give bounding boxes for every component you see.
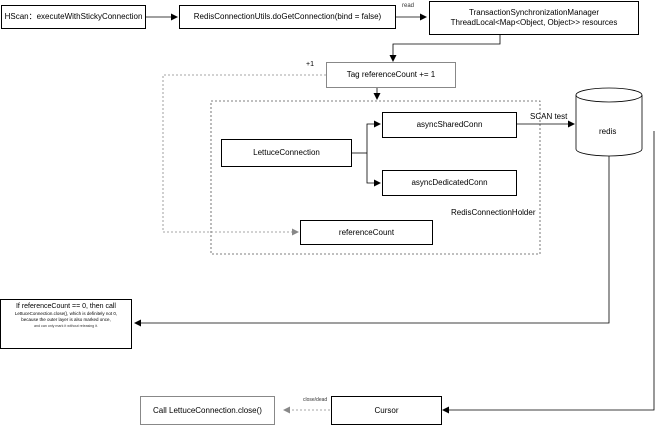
tag-reference-count-label: Tag referenceCount += 1 <box>346 70 436 80</box>
tsm-node: TransactionSynchronizationManager Thread… <box>429 1 639 35</box>
edge-redis-to-note <box>134 155 610 327</box>
cursor-label: Cursor <box>374 405 399 415</box>
hscan-label: HScan：executeWithStickyConnection <box>4 12 143 22</box>
async-dedicated-conn-label: asyncDedicatedConn <box>411 178 488 188</box>
hscan-node: HScan：executeWithStickyConnection <box>1 5 146 29</box>
cursor-node: Cursor <box>331 396 442 425</box>
note-line4: and can only mark it without releasing i… <box>34 324 98 328</box>
note-line2: LettuceConnection.close(), which is defi… <box>14 311 118 316</box>
close-call-label: Call LettuceConnection.close() <box>153 405 262 415</box>
note-line1: If referenceCount == 0, then call <box>15 303 116 310</box>
redis-database-icon <box>575 87 643 157</box>
close-call-node: Call LettuceConnection.close() <box>140 396 275 425</box>
reference-count-label: referenceCount <box>338 227 395 237</box>
redis-connection-holder-container <box>210 100 541 255</box>
note-line3: because the outer layer is also marked o… <box>21 317 111 322</box>
tsm-label-line1: TransactionSynchronizationManager <box>469 8 599 18</box>
lettuce-connection-node: LettuceConnection <box>221 139 352 167</box>
edge-lettuce-to-shared <box>366 120 381 153</box>
edge-label-close-small: close/dead <box>303 397 328 403</box>
tag-reference-count-node: Tag referenceCount += 1 <box>326 62 456 88</box>
redis-label: redis <box>599 127 617 136</box>
tsm-label-line2: ThreadLocal<Map<Object, Object>> resourc… <box>450 18 618 27</box>
edge-lettuce-to-dedicated <box>366 153 381 187</box>
edge-label-plus-one: +1 <box>306 61 314 68</box>
edge-tag-to-referencecount <box>162 74 326 236</box>
edge-redis-to-cursor <box>442 131 655 414</box>
do-get-connection-label: RedisConnectionUtils.doGetConnection(bin… <box>193 12 382 22</box>
edge-tsm-to-tag <box>389 34 501 62</box>
lettuce-connection-label: LettuceConnection <box>253 148 320 158</box>
reference-count-node: referenceCount <box>300 220 433 245</box>
async-dedicated-conn-node: asyncDedicatedConn <box>382 170 517 196</box>
edge-label-scan-test: SCAN test <box>530 112 568 121</box>
reference-count-note: If referenceCount == 0, then call Lettuc… <box>0 299 132 349</box>
async-shared-conn-label: asyncSharedConn <box>416 120 483 130</box>
do-get-connection-node: RedisConnectionUtils.doGetConnection(bin… <box>179 5 396 29</box>
edge-label-read: read <box>402 3 415 9</box>
holder-label: RedisConnectionHolder <box>451 208 536 217</box>
async-shared-conn-node: asyncSharedConn <box>382 112 517 138</box>
